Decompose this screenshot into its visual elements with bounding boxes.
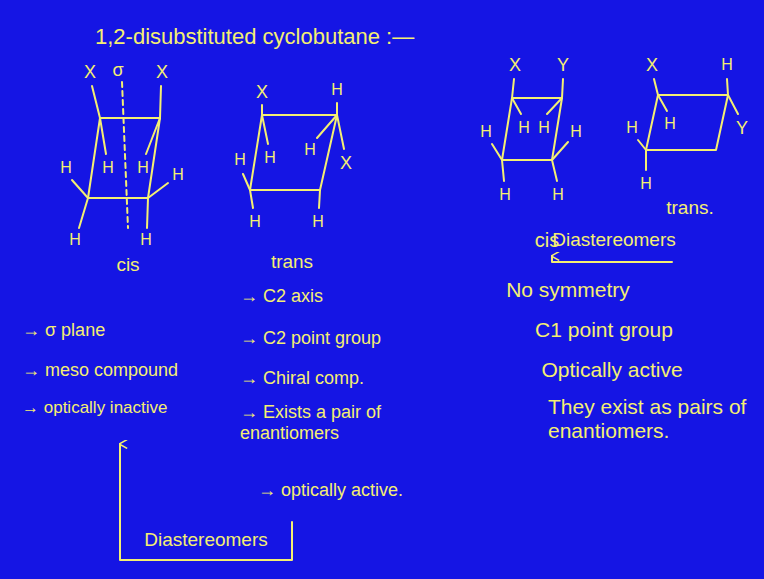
atom-label: H	[664, 115, 676, 133]
isomer-label: trans	[271, 251, 313, 273]
atom-label: X	[646, 55, 658, 76]
property-note: → optically inactive	[22, 398, 168, 418]
property-note: → Chiral comp.	[240, 368, 364, 389]
mirror-plane	[122, 82, 128, 228]
atom-label: H	[249, 213, 261, 231]
property-note: → C2 point group	[240, 328, 381, 349]
atom-label: H	[538, 119, 550, 137]
atom-label: X	[509, 55, 521, 76]
isomer-label: trans.	[666, 197, 714, 219]
cyclobutane-xy-cis	[492, 79, 568, 181]
property-note: → σ plane	[22, 320, 105, 341]
atom-label: H	[60, 159, 72, 177]
atom-label: H	[552, 186, 564, 204]
atom-label: X	[340, 153, 352, 174]
atom-label: H	[721, 56, 733, 74]
property-note: Optically active	[541, 358, 682, 382]
property-note: No symmetry	[506, 278, 630, 302]
slide-title: 1,2-disubstituted cyclobutane :—	[95, 24, 414, 49]
atom-label: H	[172, 166, 184, 184]
property-note: They exist as pairs of enantiomers.	[548, 395, 756, 443]
atom-label: X	[156, 62, 168, 83]
atom-label: H	[234, 151, 246, 169]
symmetry-symbol: σ	[112, 60, 123, 81]
atom-label: H	[518, 119, 530, 137]
property-note: → C2 axis	[240, 286, 323, 307]
atom-label: H	[640, 175, 652, 193]
relation-label: Diastereomers	[144, 529, 268, 551]
atom-label: H	[264, 149, 276, 167]
atom-label: X	[256, 82, 268, 103]
atom-label: X	[84, 62, 96, 83]
atom-label: H	[304, 141, 316, 159]
isomer-label: cis	[116, 254, 139, 276]
atom-label: H	[331, 81, 343, 99]
cyclobutane-xy-trans	[638, 79, 738, 170]
atom-label: H	[312, 213, 324, 231]
atom-label: H	[480, 123, 492, 141]
atom-label: H	[137, 159, 149, 177]
atom-label: H	[626, 119, 638, 137]
cyclobutane-trans	[243, 103, 344, 208]
property-note: → meso compound	[22, 360, 178, 381]
atom-label: H	[69, 231, 81, 249]
property-note: → optically active.	[258, 480, 403, 501]
atom-label: H	[102, 159, 114, 177]
diastereomer-bracket	[120, 444, 292, 560]
property-note: C1 point group	[535, 318, 673, 342]
property-note: → Exists a pair of enantiomers	[240, 402, 430, 443]
atom-label: Y	[557, 55, 569, 76]
cyclobutane-cis	[72, 82, 168, 228]
atom-label: Y	[736, 118, 748, 139]
atom-label: H	[499, 186, 511, 204]
diastereomer-pointer	[552, 256, 672, 262]
atom-label: H	[570, 123, 582, 141]
relation-label: Diastereomers	[552, 229, 676, 251]
atom-label: H	[140, 231, 152, 249]
